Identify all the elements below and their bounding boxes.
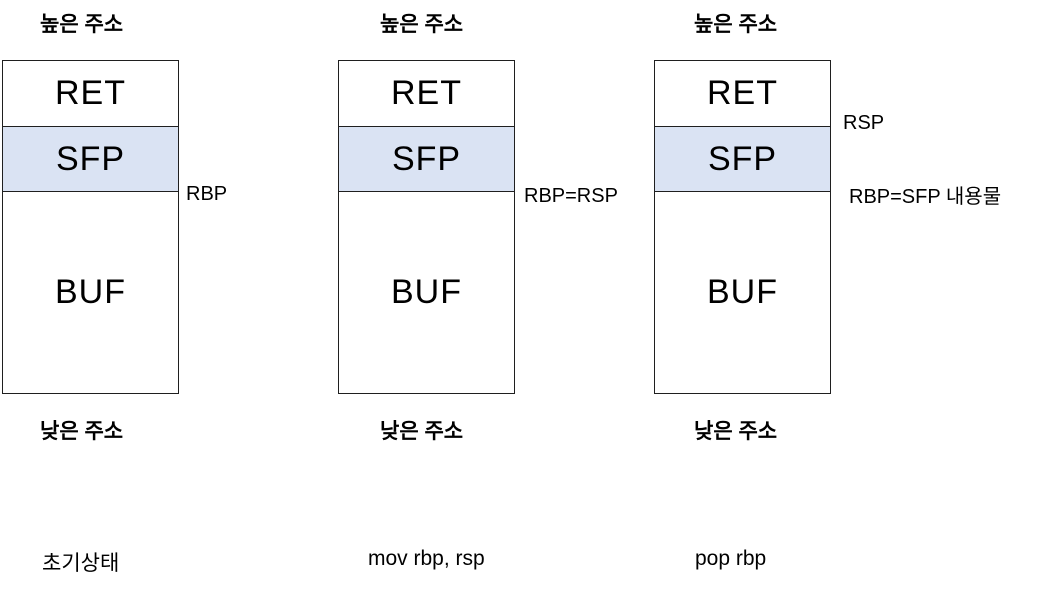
stack-box: RET SFP BUF [2, 60, 179, 394]
high-address-label: 높은 주소 [694, 13, 778, 36]
stack-cell-sfp: SFP [655, 127, 830, 192]
stack-box: RET SFP BUF [338, 60, 515, 394]
stack-column-initial: 높은 주소 RET SFP BUF 낮은 주소 초기상태 [2, 0, 202, 591]
state-caption-mov: mov rbp, rsp [368, 547, 485, 570]
stack-cell-buf: BUF [55, 273, 126, 311]
stack-cell-sfp: SFP [339, 127, 514, 192]
stack-cell-ret: RET [3, 61, 178, 127]
stack-cell-ret: RET [655, 61, 830, 127]
stack-column-mov: 높은 주소 RET SFP BUF 낮은 주소 mov rbp, rsp [338, 0, 538, 591]
low-address-label: 낮은 주소 [694, 420, 778, 443]
stack-column-pop: 높은 주소 RET SFP BUF 낮은 주소 pop rbp [654, 0, 854, 591]
stack-cell-ret: RET [339, 61, 514, 127]
stack-cell-sfp: SFP [3, 127, 178, 192]
rbp-sfp-contents-label: RBP=SFP 내용물 [849, 186, 1002, 208]
low-address-label: 낮은 주소 [40, 420, 124, 443]
rsp-pointer-label: RSP [843, 112, 885, 134]
state-caption-initial: 초기상태 [42, 552, 120, 575]
stack-box: RET SFP BUF [654, 60, 831, 394]
rbp-pointer-label: RBP [186, 183, 228, 205]
low-address-label: 낮은 주소 [380, 420, 464, 443]
stack-cell-buf: BUF [391, 273, 462, 311]
high-address-label: 높은 주소 [380, 13, 464, 36]
rbp-rsp-pointer-label: RBP=RSP [524, 185, 618, 207]
high-address-label: 높은 주소 [40, 13, 124, 36]
state-caption-pop: pop rbp [695, 547, 767, 570]
stack-cell-buf: BUF [707, 273, 778, 311]
